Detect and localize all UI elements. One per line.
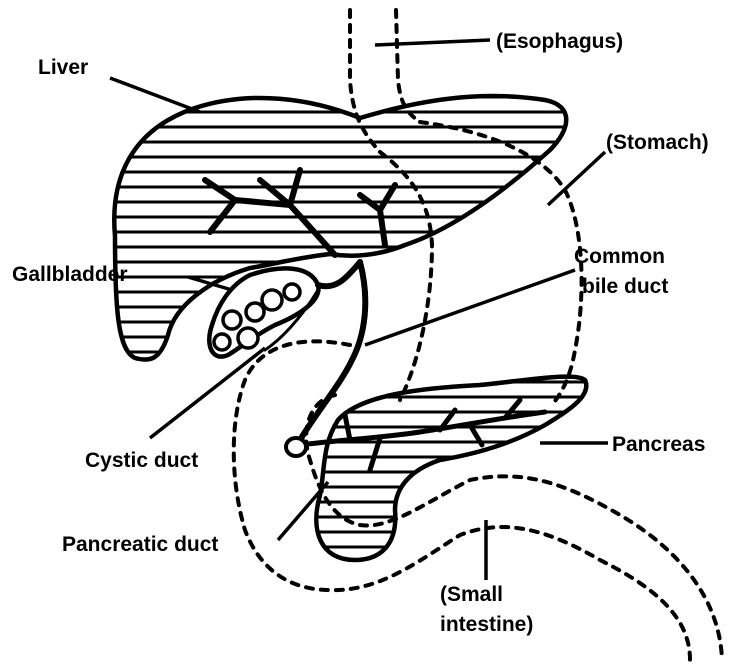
label-stomach: (Stomach)	[606, 130, 709, 155]
label-cystic-duct: Cystic duct	[85, 448, 198, 473]
label-esophagus: (Esophagus)	[496, 29, 623, 54]
leader-liver	[110, 78, 200, 112]
label-common-bile-duct-line1: Common	[574, 244, 665, 269]
leader-esophagus	[375, 40, 490, 45]
label-liver: Liver	[38, 55, 88, 80]
pancreas	[286, 370, 600, 570]
label-pancreas: Pancreas	[612, 432, 705, 457]
leader-cystic-duct	[150, 348, 265, 438]
label-gallbladder: Gallbladder	[12, 262, 128, 287]
label-small-intestine-line1: (Small	[440, 582, 503, 607]
leader-common-bile-duct	[365, 270, 575, 345]
liver	[100, 85, 580, 375]
label-small-intestine-line2: intestine)	[440, 612, 533, 637]
label-common-bile-duct-line2: bile duct	[582, 274, 668, 299]
label-pancreatic-duct: Pancreatic duct	[62, 532, 218, 557]
